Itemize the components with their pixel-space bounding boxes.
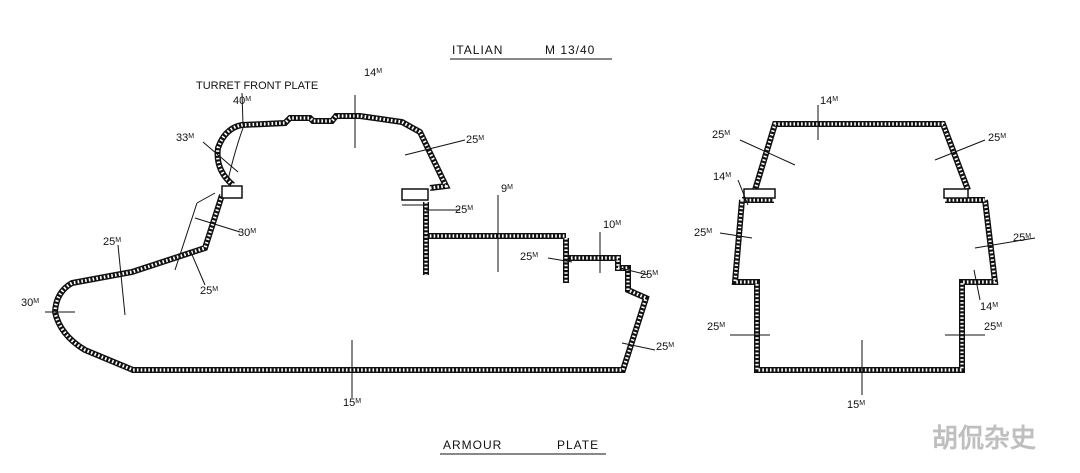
label-turret-side: 33M	[176, 132, 194, 144]
section-label-sponson-left-top: 14M	[713, 171, 731, 183]
section-label-turret-left: 25M	[712, 129, 730, 141]
label-rear-lower: 25M	[656, 341, 674, 353]
label-turret-front-plate: TURRET FRONT PLATE	[196, 80, 318, 92]
side-dimension-lines	[45, 92, 656, 398]
watermark-text: 胡侃杂史	[932, 424, 1037, 454]
section-dimension-lines	[719, 105, 1036, 395]
side-rear-block	[401, 188, 429, 201]
section-label-sponson-right: 25M	[1013, 232, 1031, 244]
label-deck-step: 9M	[501, 183, 513, 195]
label-rear-step: 10M	[603, 219, 621, 231]
section-label-floor: 15M	[847, 399, 865, 411]
label-belly: 15M	[343, 397, 361, 409]
title-right: M 13/40	[545, 43, 595, 57]
section-right-block	[943, 188, 969, 199]
label-glacis-lower: 25M	[200, 285, 218, 297]
label-turret-rear: 25M	[466, 134, 484, 146]
title-left: ITALIAN	[452, 43, 503, 57]
section-label-hull-right: 25M	[984, 321, 1002, 333]
side-turret-front-inner	[227, 127, 244, 181]
side-glacis-inner	[174, 192, 216, 271]
section-label-sponson-right-bottom: 14M	[980, 301, 998, 313]
section-label-hull-left: 25M	[707, 321, 725, 333]
label-rear-upper: 25M	[640, 269, 658, 281]
side-hull-outline	[51, 194, 650, 373]
section-label-roof: 14M	[820, 95, 838, 107]
side-rear-step	[426, 233, 569, 283]
footer-right: PLATE	[557, 438, 599, 452]
label-deck-side: 25M	[455, 204, 473, 216]
side-mantlet-block	[221, 185, 243, 199]
section-label-sponson-left: 25M	[694, 227, 712, 239]
label-hull-front-upper: 25M	[103, 236, 121, 248]
label-roof: 14M	[364, 67, 382, 79]
section-label-turret-right: 25M	[988, 132, 1006, 144]
label-rear-step-plate: 25M	[520, 251, 538, 263]
section-left-block	[743, 188, 776, 199]
label-turret-front: 40M	[233, 95, 251, 107]
diagram-footer: ARMOUR PLATE	[440, 438, 606, 455]
side-view-hull: TURRET FRONT PLATE 40M 14M 33M 25M 9M 25…	[21, 67, 674, 409]
diagram-title: ITALIAN M 13/40	[450, 43, 612, 60]
section-view-hull: 14M 25M 25M 14M 25M 25M 14M 25M 25M 15M	[694, 95, 1036, 411]
footer-left: ARMOUR	[443, 438, 502, 452]
label-hull-nose: 30M	[21, 297, 39, 309]
label-glacis-upper: 30M	[238, 227, 256, 239]
section-outline	[731, 121, 999, 373]
side-turret-outline	[214, 113, 451, 191]
